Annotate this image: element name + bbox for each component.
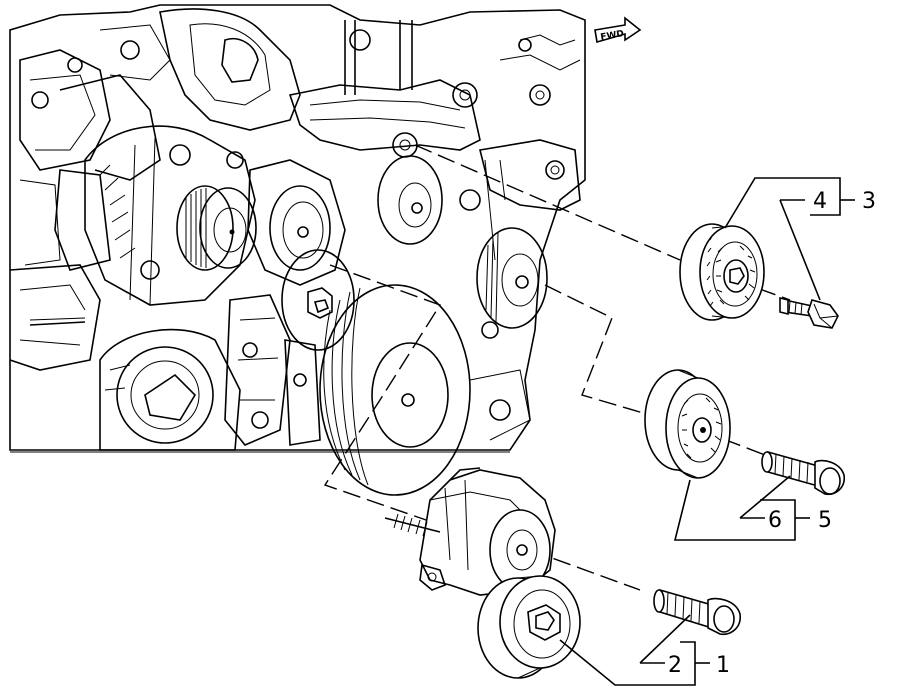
callout-labels: 4 3 6 5 2 1	[668, 189, 876, 678]
callout-4: 4	[813, 189, 827, 214]
callout-5: 5	[818, 508, 832, 533]
forward-direction-arrow: FWD	[594, 16, 642, 44]
belt-tensioner-assembly	[384, 467, 581, 679]
alternator	[84, 125, 257, 306]
bolt-middle	[761, 450, 845, 496]
callout-6: 6	[768, 508, 782, 533]
bolt-lower	[653, 588, 741, 636]
callout-3: 3	[862, 189, 876, 214]
bolt-upper	[779, 296, 839, 329]
callout-leaders	[559, 177, 855, 686]
lower-idler-pulley	[644, 369, 731, 479]
upper-idler-pulley	[679, 223, 765, 321]
alignment-lines	[323, 144, 791, 591]
callout-2: 2	[668, 653, 682, 678]
crankshaft-pulley	[319, 284, 471, 496]
fwd-label: FWD	[600, 29, 625, 43]
engine-assembly: FWD	[9, 4, 642, 496]
callout-1: 1	[716, 653, 730, 678]
